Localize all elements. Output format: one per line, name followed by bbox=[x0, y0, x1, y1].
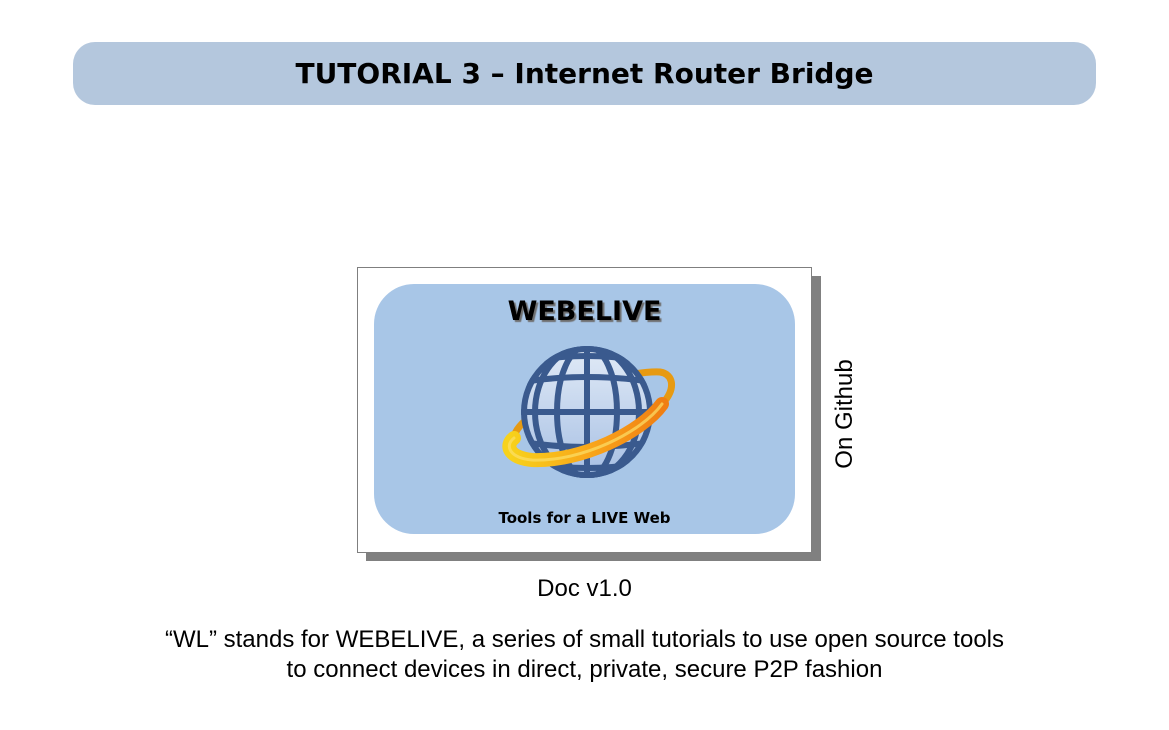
globe-with-orbit-icon bbox=[502, 346, 675, 478]
logo-panel: WEBELIVE bbox=[374, 284, 795, 534]
description-line-2: to connect devices in direct, private, s… bbox=[286, 656, 883, 683]
title-banner: TUTORIAL 3 – Internet Router Bridge bbox=[73, 42, 1096, 105]
doc-version: Doc v1.0 bbox=[537, 575, 632, 602]
logo-card: WEBELIVE bbox=[357, 267, 812, 553]
brand-tagline: Tools for a LIVE Web bbox=[498, 509, 671, 527]
description: “WL” stands for WEBELIVE, a series of sm… bbox=[0, 625, 1169, 685]
github-label: On Github bbox=[831, 359, 858, 469]
page-title: TUTORIAL 3 – Internet Router Bridge bbox=[295, 57, 874, 90]
description-line-1: “WL” stands for WEBELIVE, a series of sm… bbox=[164, 626, 1004, 653]
brand-name: WEBELIVE bbox=[507, 296, 662, 327]
